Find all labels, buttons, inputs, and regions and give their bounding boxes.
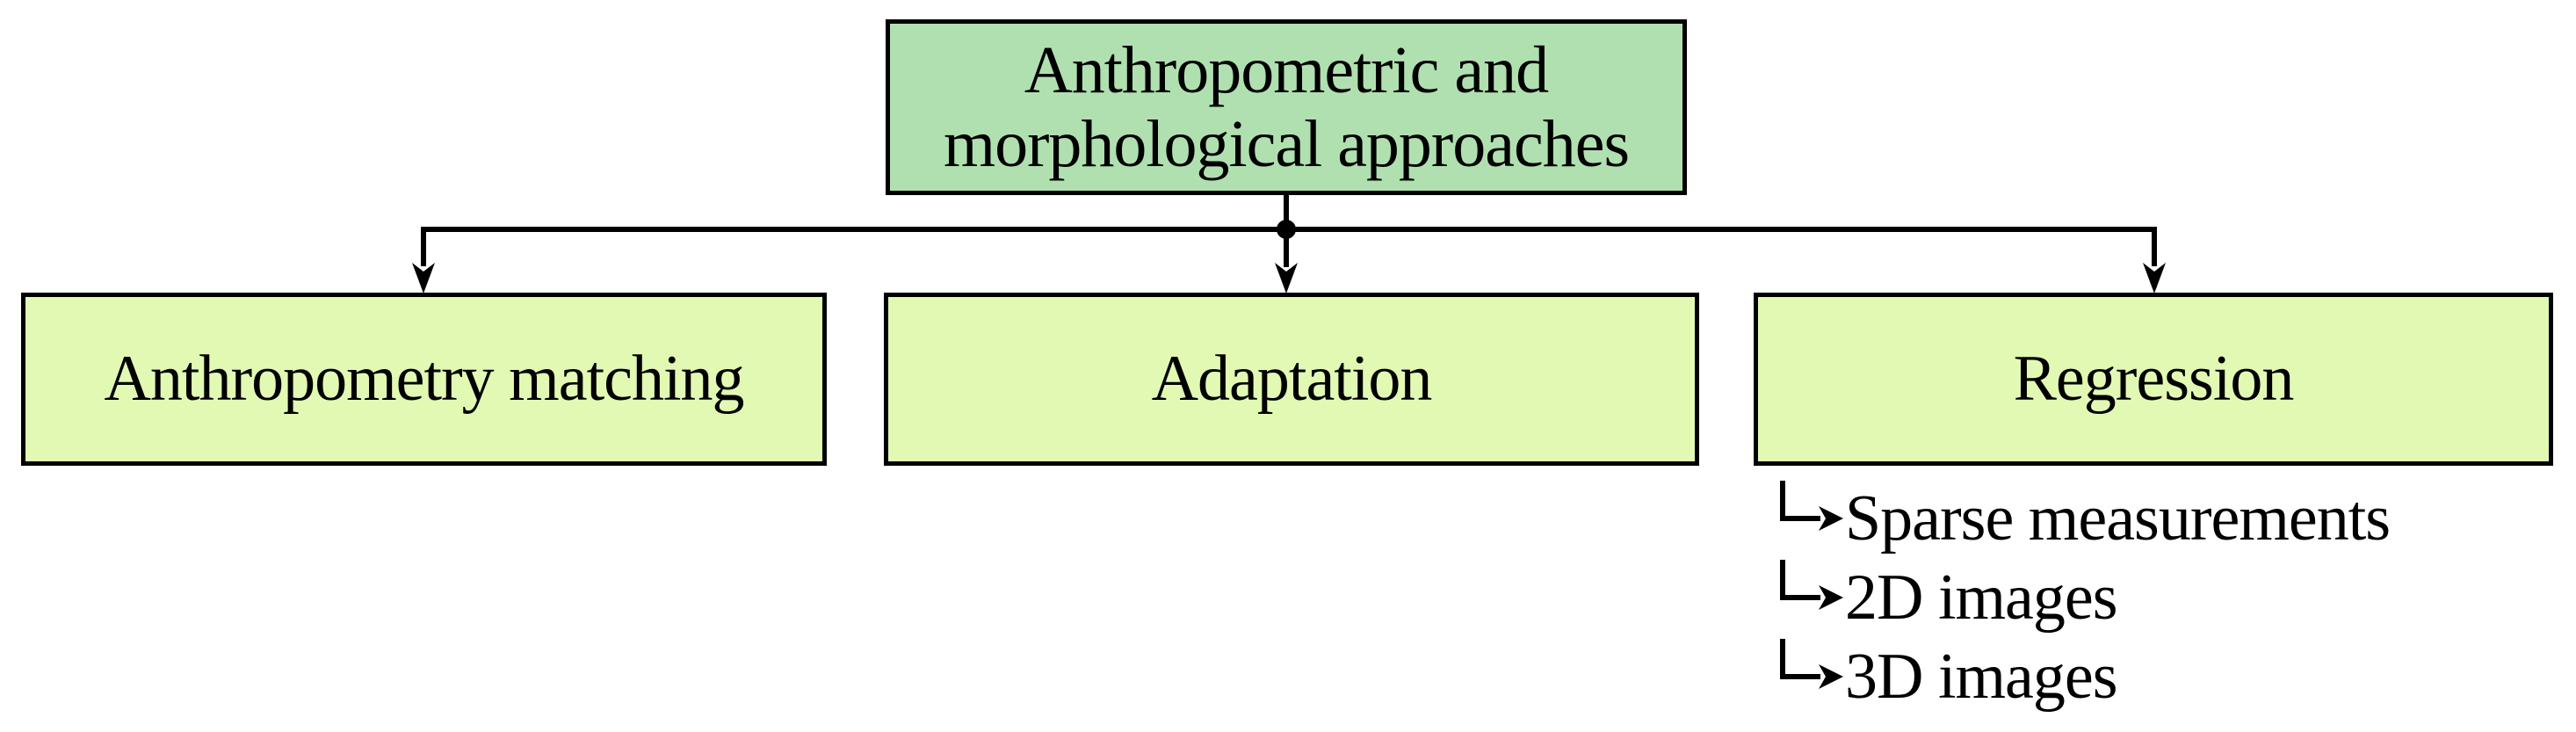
regression-sub-item: 3D images <box>1776 637 2118 716</box>
regression-sub-item-label: 3D images <box>1845 641 2118 713</box>
junction-dot <box>1277 220 1296 239</box>
root-node-label-line1: Anthropometric and <box>1024 33 1549 107</box>
child-node-label: Regression <box>2013 343 2295 415</box>
child-node-label: Adaptation <box>1151 343 1433 415</box>
branch-arrow-icon <box>1780 481 1843 531</box>
root-node-label: Anthropometric and morphological approac… <box>943 33 1630 181</box>
connector-stem-left <box>421 227 426 266</box>
child-node-adaptation: Adaptation <box>884 293 1699 466</box>
branch-arrow-icon <box>1780 639 1843 689</box>
connector-stem-right <box>2152 227 2157 266</box>
regression-sub-item-label: Sparse measurements <box>1845 482 2391 554</box>
child-node-regression: Regression <box>1754 293 2553 466</box>
branch-arrow-icon <box>1780 560 1843 610</box>
root-node-anthropometric-morphological: Anthropometric and morphological approac… <box>886 19 1687 195</box>
regression-sub-item-label: 2D images <box>1845 562 2118 634</box>
down-arrowhead-right-icon <box>2143 263 2166 294</box>
root-node-label-line2: morphological approaches <box>943 107 1630 181</box>
regression-sub-item: Sparse measurements <box>1776 479 2391 558</box>
down-arrowhead-left-icon <box>412 263 435 294</box>
child-node-label: Anthropometry matching <box>104 343 744 415</box>
down-arrowhead-center-icon <box>1275 263 1298 294</box>
child-node-anthropometry-matching: Anthropometry matching <box>21 293 827 466</box>
regression-sub-item: 2D images <box>1776 558 2118 637</box>
